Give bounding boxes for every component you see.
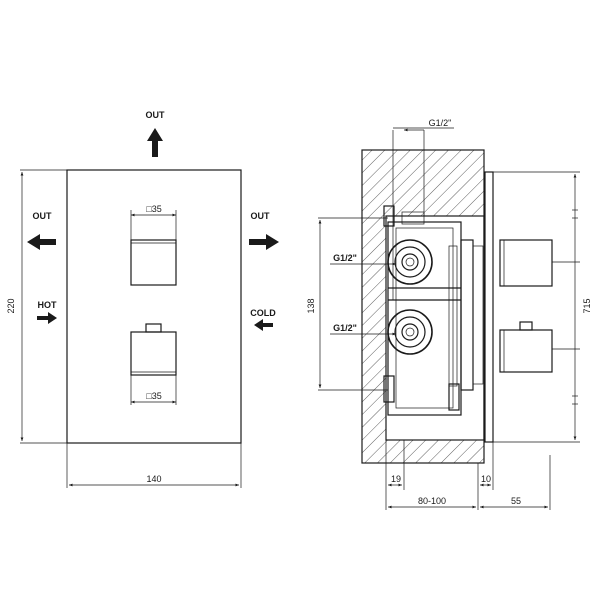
inlet-spacing-label: 138 <box>306 298 316 313</box>
valve-cartridge-housing <box>460 239 474 391</box>
height-dimension-label: 220 <box>6 298 16 313</box>
arrow-left-small-icon <box>254 319 273 331</box>
upper-inlet-fitting <box>387 239 433 285</box>
cold-label: COLD <box>250 308 276 318</box>
depth-range-label: 80-100 <box>418 496 446 506</box>
arrow-right-icon <box>249 234 279 250</box>
bottom-knob-size-label: □35 <box>146 391 161 401</box>
top-thread-label: G1/2" <box>429 118 452 128</box>
dim-10-label: 10 <box>481 474 491 484</box>
dim-19-label: 19 <box>391 474 401 484</box>
width-dimension-label: 140 <box>146 474 161 484</box>
mounting-tab <box>448 383 460 411</box>
front-view: 220 140 □35 □35 OUT OUT OUT HOT <box>6 110 279 488</box>
top-control-knob <box>130 239 177 286</box>
mounting-tab <box>383 375 395 403</box>
lower-inlet-thread-label: G1/2" <box>333 323 357 333</box>
out-left-label: OUT <box>33 211 53 221</box>
cover-plate <box>484 171 494 443</box>
wall-hatching <box>362 150 484 463</box>
hot-label: HOT <box>38 300 58 310</box>
side-section-view: 715 G1/2" G1/2" G1/2" 138 19 10 80-100 5… <box>306 118 592 510</box>
upper-inlet-thread-label: G1/2" <box>333 253 357 263</box>
mounting-tab <box>383 205 395 227</box>
top-knob-side <box>499 239 553 287</box>
out-right-label: OUT <box>251 211 271 221</box>
faceplate <box>66 169 242 444</box>
arrow-left-icon <box>27 234 56 250</box>
plate-height-label: 715 <box>582 298 592 313</box>
out-top-label: OUT <box>146 110 166 120</box>
wall-cavity <box>385 215 485 441</box>
lower-inlet-fitting <box>387 309 433 355</box>
dim-55-label: 55 <box>511 496 521 506</box>
top-knob-size-label: □35 <box>146 204 161 214</box>
arrow-right-small-icon <box>37 312 57 324</box>
bottom-control-knob <box>130 331 177 376</box>
bottom-knob-side <box>499 329 553 373</box>
arrow-up-icon <box>147 128 163 157</box>
bottom-knob-indicator <box>145 323 162 333</box>
